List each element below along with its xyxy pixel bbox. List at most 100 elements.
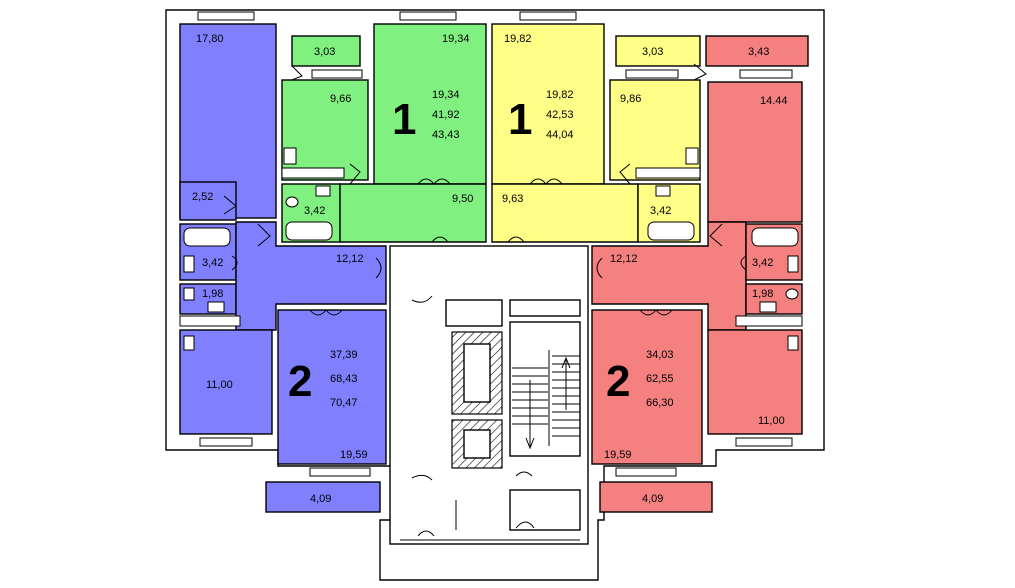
- living-area: 19,82: [546, 89, 574, 101]
- arrow-down-icon: [525, 380, 535, 450]
- room-area: 3,42: [650, 205, 671, 217]
- total-area-with-balcony: 66,30: [646, 397, 674, 409]
- sink-icon: [685, 147, 699, 165]
- blue-balcony: [265, 481, 381, 513]
- room-area: 11,00: [758, 415, 785, 427]
- room-area: 1,98: [752, 288, 773, 300]
- room-area: 19,59: [604, 449, 632, 461]
- door-swing: [515, 521, 535, 529]
- room-area: 19,59: [340, 449, 368, 461]
- apartment-yellow-summary: 1 19,82 42,53 44,04: [508, 89, 574, 144]
- stair-flight: [509, 321, 581, 457]
- room-area: 17,80: [196, 33, 224, 45]
- bathtub-icon: [751, 227, 799, 247]
- total-area-with-balcony: 43,43: [432, 129, 460, 141]
- sink-icon: [787, 335, 799, 351]
- room-area: 4,09: [642, 493, 663, 505]
- doors: [223, 63, 747, 316]
- door-swing: [291, 65, 303, 81]
- room-area: 9,50: [452, 193, 473, 205]
- bathtub-icon: [647, 221, 695, 241]
- red-room-main: [591, 309, 703, 465]
- window: [739, 69, 793, 79]
- door-swing: [619, 163, 631, 185]
- blue-small-storage: [179, 181, 237, 221]
- apartment-green-summary: 1 19,34 41,92 43,43: [392, 89, 460, 144]
- lift-cabin: [463, 343, 491, 403]
- blue-room-main: [277, 309, 387, 465]
- counter: [281, 167, 345, 179]
- door-swing: [223, 195, 237, 215]
- room-area: 3,42: [752, 257, 773, 269]
- room-area: 4,09: [310, 493, 331, 505]
- blue-room-bottom: [179, 329, 273, 435]
- sink-icon: [285, 196, 299, 208]
- door-swing: [231, 255, 238, 271]
- door-swing: [639, 309, 673, 316]
- room-area: 12,12: [336, 253, 364, 265]
- stair-flight: [509, 299, 581, 317]
- sink-icon: [785, 288, 799, 300]
- room-area: 3,42: [202, 257, 223, 269]
- room-area: 3,43: [748, 46, 769, 58]
- door-swing: [411, 474, 433, 481]
- apartment-number: 2: [288, 357, 312, 406]
- counter: [735, 315, 803, 327]
- room-area: 1,98: [202, 288, 223, 300]
- door-swing: [257, 223, 271, 247]
- room-area: 19,82: [504, 33, 532, 45]
- room-area: 11,00: [206, 379, 233, 391]
- yellow-balcony: [615, 35, 701, 67]
- total-area-with-balcony: 44,04: [546, 129, 574, 141]
- door-swing: [693, 63, 707, 81]
- total-area-with-balcony: 70,47: [330, 397, 358, 409]
- total-area: 41,92: [432, 109, 460, 121]
- apartment-number: 1: [392, 95, 416, 144]
- living-area: 37,39: [330, 349, 358, 361]
- toilet-icon: [207, 301, 225, 313]
- door-swing: [417, 530, 435, 537]
- green-kitchen: [281, 79, 369, 181]
- door-swing: [529, 178, 563, 185]
- window: [197, 11, 255, 21]
- red-balcony: [599, 481, 713, 513]
- window: [311, 69, 363, 79]
- door-swing: [515, 471, 533, 477]
- sink-icon: [183, 255, 195, 273]
- sink-icon: [183, 287, 195, 301]
- door-swing: [740, 255, 747, 271]
- bathtub-icon: [285, 221, 333, 241]
- window: [199, 437, 253, 447]
- door-swing: [349, 163, 361, 185]
- door-swing: [431, 236, 449, 243]
- window: [309, 467, 371, 477]
- green-balcony: [291, 35, 361, 67]
- door-swing: [596, 257, 603, 279]
- sink-icon: [283, 147, 297, 165]
- sink-icon: [183, 335, 195, 351]
- room-area: 14.44: [760, 95, 788, 107]
- room-area: 9,63: [502, 193, 523, 205]
- windows: [197, 11, 793, 477]
- living-area: 34,03: [646, 349, 674, 361]
- toilet-icon: [315, 185, 331, 197]
- window: [615, 467, 677, 477]
- bathtub-icon: [183, 227, 231, 247]
- living-area: 19,34: [432, 89, 460, 101]
- room-labels: 17,80 2,52 3,42 1,98 12,12 11,00 19,59 4…: [192, 33, 788, 505]
- red-room-bottom: [707, 329, 803, 435]
- apartment-number: 1: [508, 95, 532, 144]
- toilet-icon: [655, 185, 671, 197]
- door-swing: [309, 309, 343, 316]
- apartment-red-summary: 2 34,03 62,55 66,30: [606, 349, 674, 409]
- lift-shaft: [445, 299, 503, 327]
- total-area: 62,55: [646, 373, 674, 385]
- green-hall: [339, 183, 487, 243]
- sink-icon: [787, 255, 799, 273]
- green-room: [373, 23, 487, 185]
- room-area: 3,42: [304, 205, 325, 217]
- yellow-room: [491, 23, 605, 185]
- room-area: 3,03: [642, 46, 663, 58]
- room-area: 2,52: [192, 191, 213, 203]
